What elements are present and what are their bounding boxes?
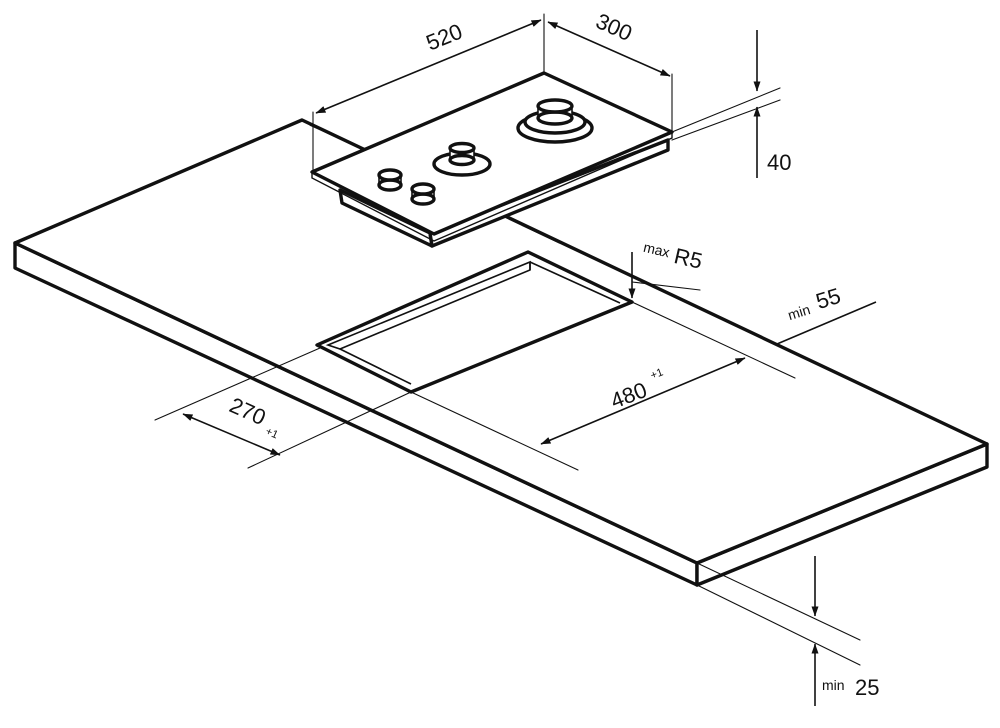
gas-hob <box>310 71 674 248</box>
burner-large <box>516 98 594 144</box>
label-min-25-value: 25 <box>855 675 879 700</box>
dim-max-r5 <box>628 252 701 299</box>
cutout <box>315 250 634 394</box>
dim-270 <box>154 347 412 469</box>
label-40: 40 <box>767 150 791 175</box>
knob-left <box>377 168 403 192</box>
label-270-value: 270 <box>226 392 270 430</box>
label-max-r5-value: R5 <box>672 243 705 274</box>
knob-right <box>410 182 436 206</box>
label-min-55-value: 55 <box>813 283 844 314</box>
dim-40 <box>671 30 781 178</box>
burner-medium <box>432 141 492 177</box>
dim-min-25 <box>696 556 861 706</box>
dim-520 <box>312 13 545 171</box>
label-max-r5: max R5 <box>642 239 705 274</box>
label-max-r5-prefix: max <box>642 239 671 261</box>
cutout-inner-edge <box>529 261 621 304</box>
hob-edge-mark-right <box>521 224 561 244</box>
label-min-55-prefix: min <box>786 301 812 323</box>
hob-top-edge <box>311 130 673 242</box>
label-min-25: min 25 <box>822 675 879 700</box>
label-min-25-prefix: min <box>822 677 845 693</box>
hob-edge-mark-left <box>309 124 353 144</box>
label-520: 520 <box>422 19 465 56</box>
dim-min-55 <box>776 301 877 345</box>
label-270: 270 +1 <box>226 392 280 441</box>
label-270-tol: +1 <box>263 425 279 441</box>
label-480-tol: +1 <box>649 366 665 382</box>
cutout-inner-left <box>339 348 412 385</box>
dim-300 <box>547 21 673 133</box>
hob-base-right <box>428 138 670 248</box>
label-min-55: min 55 <box>786 283 844 323</box>
label-300: 300 <box>592 8 636 46</box>
dim-480 <box>410 301 796 471</box>
